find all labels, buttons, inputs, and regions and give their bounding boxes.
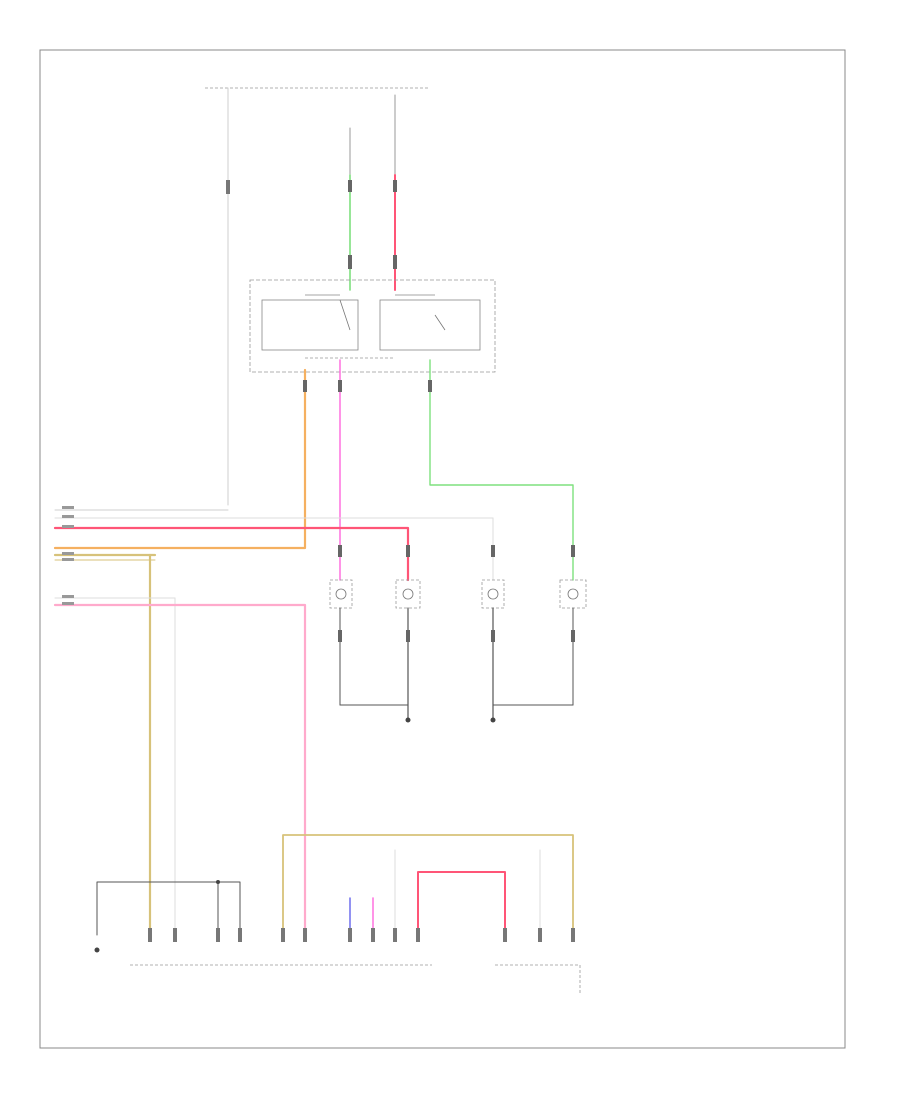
connector <box>349 897 374 936</box>
sensor-unit <box>495 928 581 995</box>
lamp-3 <box>481 545 505 719</box>
wire-red-loop <box>417 871 506 936</box>
lamp-2 <box>395 545 421 719</box>
wire-orange <box>53 368 307 550</box>
wire-tan-bus <box>282 834 574 936</box>
lamp-4 <box>559 545 587 706</box>
ground-right <box>490 717 496 723</box>
power-feed-right <box>255 87 430 176</box>
wire-green-out <box>429 359 574 581</box>
power-feed-left <box>205 87 254 506</box>
ground-left <box>405 717 411 723</box>
control-unit <box>130 928 432 966</box>
relay-left <box>261 299 359 351</box>
lamp-1 <box>329 545 353 706</box>
relay-right <box>379 299 481 351</box>
relay-unit <box>249 279 496 373</box>
left-harness <box>53 506 494 937</box>
diagram-frame <box>39 49 846 1049</box>
